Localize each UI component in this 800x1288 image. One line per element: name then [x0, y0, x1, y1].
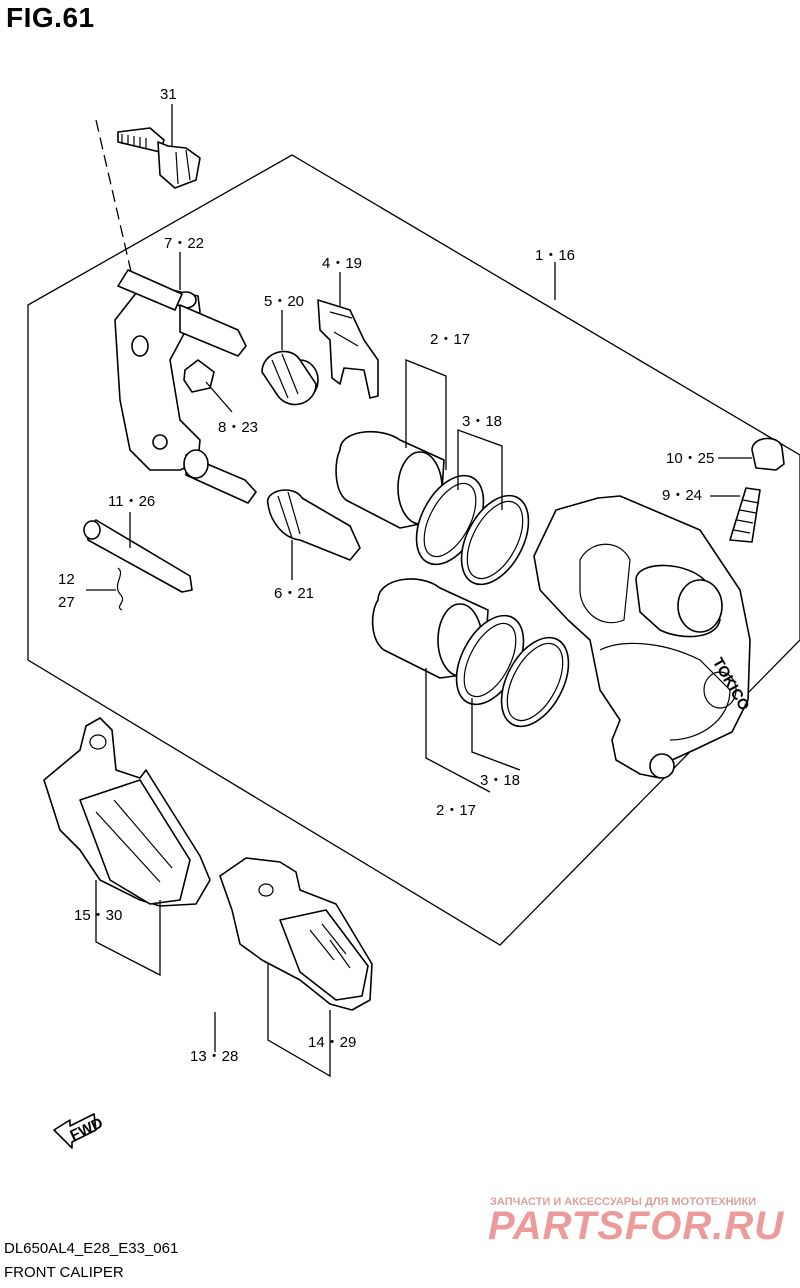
leader-3-18-lower: [471, 698, 521, 771]
leader-3-18-upper: [457, 429, 503, 510]
model-code: DL650AL4_E28_E33_061: [4, 1240, 179, 1257]
leader-8-23: [205, 381, 233, 413]
leader-2-17-upper: [405, 359, 447, 470]
callout-2-17-bottom: 2・17: [436, 802, 476, 819]
leader-14-29: [267, 964, 331, 1078]
callout-9-24: 9・24: [662, 487, 702, 504]
callout-15-30: 15・30: [74, 907, 122, 924]
callout-3-18-top: 3・18: [462, 413, 502, 430]
callout-31: 31: [160, 86, 177, 103]
callout-6-21: 6・21: [274, 585, 314, 602]
callout-4-19: 4・19: [322, 255, 362, 272]
figure-caption: FRONT CALIPER: [4, 1264, 124, 1281]
callout-7-22: 7・22: [164, 235, 204, 252]
part-clip-8-23[interactable]: [183, 359, 215, 393]
callout-11-26: 11・26: [108, 493, 155, 510]
part-boot-5-20[interactable]: [261, 350, 319, 406]
callout-5-20: 5・20: [264, 293, 304, 310]
leader-15-30: [95, 880, 161, 977]
callout-12: 12: [58, 571, 75, 588]
dashed-line-31: [95, 119, 149, 346]
leader-2-17-lower: [425, 668, 491, 793]
part-pin-11-26[interactable]: [83, 519, 193, 593]
part-pad-15-30[interactable]: [43, 717, 211, 907]
part-clip-12-27[interactable]: [116, 567, 124, 611]
callout-27: 27: [58, 594, 75, 611]
assembly-boundary: [27, 154, 800, 946]
part-bolt-31[interactable]: [117, 127, 201, 189]
watermark-logo: PARTSFOR.RU: [488, 1204, 785, 1248]
part-bleeder-9-24[interactable]: [729, 487, 761, 543]
callout-10-25: 10・25: [666, 450, 714, 467]
part-piston-2-17-lower[interactable]: [371, 578, 489, 679]
fwd-arrow-icon: FWD: [53, 1113, 106, 1149]
callout-3-18-bottom: 3・18: [480, 772, 520, 789]
figure-title: FIG.61: [6, 2, 95, 33]
part-caliper-body-1-16[interactable]: TOKICO: [533, 495, 753, 779]
watermark-tagline: ЗАПЧАСТИ И АКСЕССУАРЫ ДЛЯ МОТОТЕХНИКИ: [490, 1196, 757, 1208]
callout-13-28: 13・28: [190, 1048, 238, 1065]
callout-8-23: 8・23: [218, 419, 258, 436]
part-bracket-7-22[interactable]: [114, 269, 257, 504]
callout-2-17-top: 2・17: [430, 331, 470, 348]
part-pad-14-29[interactable]: [219, 857, 373, 1011]
part-seal-3-18-upper-b[interactable]: [448, 484, 543, 595]
callout-14-29: 14・29: [308, 1034, 356, 1051]
part-seal-3-18-lower-b[interactable]: [488, 626, 583, 737]
part-spring-4-19[interactable]: [317, 299, 379, 399]
part-cap-10-25[interactable]: [751, 437, 785, 471]
callout-1-16: 1・16: [535, 247, 575, 264]
part-pin-6-21[interactable]: [267, 489, 361, 561]
